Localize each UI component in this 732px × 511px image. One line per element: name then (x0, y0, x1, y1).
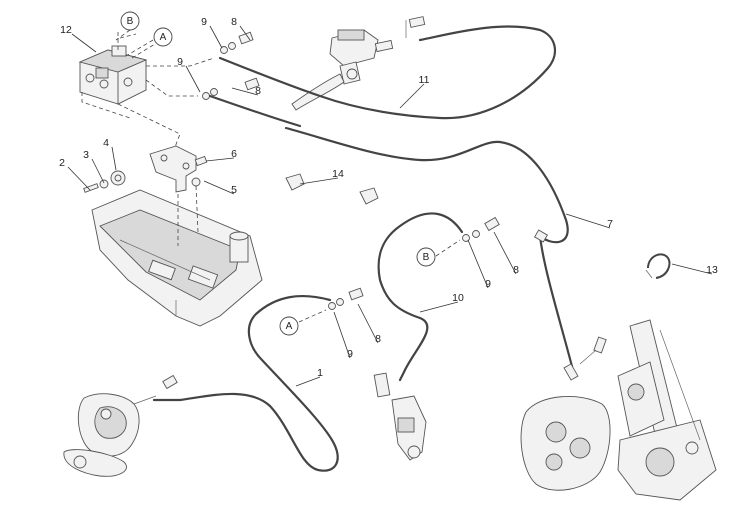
reference-bubble-rA2: A (279, 316, 299, 336)
brake-hose-11 (208, 25, 557, 128)
callout-leader-c5 (203, 180, 235, 195)
reference-letter-rA2: A (286, 321, 293, 332)
reference-bubble-rB2: B (416, 247, 436, 267)
callout-leader-c9a (209, 25, 223, 49)
callout-leader-c13 (671, 263, 713, 275)
callout-label-c11: 11 (419, 74, 430, 86)
abs-mounting-bracket (83, 145, 208, 193)
callout-label-c13: 13 (706, 264, 718, 276)
callout-label-c5: 5 (231, 184, 237, 196)
rear-brake-caliper (63, 393, 157, 477)
reference-letter-rB1: B (127, 16, 134, 27)
callout-label-c7: 7 (607, 218, 613, 230)
callout-leader-c4 (111, 146, 117, 171)
callout-layer: 12 9 8 9 8 11 4 3 2 6 5 14 7 9 8 10 13 9 8 1 (59, 16, 718, 387)
abs-modulator (78, 32, 156, 105)
callout-label-c6: 6 (231, 148, 237, 160)
electronics-tray (91, 185, 263, 327)
callout-leader-c7 (565, 213, 611, 229)
reference-letter-rA1: A (160, 32, 167, 43)
reference-bubble-rB1: B (120, 11, 140, 31)
callout-label-c8b: 8 (255, 85, 261, 97)
callout-label-c3: 3 (83, 149, 89, 161)
callout-leader-c12 (71, 33, 97, 53)
callout-label-c8d: 8 (375, 333, 381, 345)
hose-clip-14 (285, 173, 379, 205)
callout-label-c9d: 9 (347, 348, 353, 360)
brake-hose-7 (284, 126, 607, 381)
front-brake-caliper (520, 395, 611, 491)
callout-leader-c9c (467, 239, 489, 289)
callout-leader-c2 (67, 166, 91, 191)
reference-bubble-rA1: A (153, 27, 173, 47)
callout-leader-c6 (205, 157, 235, 162)
reference-bubbles: B A B A (120, 11, 436, 336)
callout-leader-c3 (91, 158, 105, 184)
callout-leader-c1 (295, 376, 321, 387)
callout-leader-c8a (239, 25, 251, 41)
callout-label-c4: 4 (103, 137, 109, 149)
callout-leader-c11 (399, 83, 425, 109)
callout-leader-c9d (333, 311, 351, 359)
callout-label-c8c: 8 (513, 264, 519, 276)
callout-label-c9c: 9 (485, 278, 491, 290)
callout-label-c14: 14 (332, 168, 344, 180)
brake-hose-1 (152, 287, 364, 472)
brake-hose-10 (377, 212, 500, 382)
banjo-bolt-upper (202, 31, 260, 100)
rear-master-cylinder (373, 372, 427, 461)
reference-letter-rB2: B (423, 252, 430, 263)
callout-label-c1: 1 (317, 367, 323, 379)
callout-label-c9b: 9 (177, 56, 183, 68)
callout-label-c12: 12 (60, 24, 72, 36)
callout-label-c10: 10 (452, 292, 464, 304)
reference-arrows (115, 29, 461, 323)
callout-label-c9a: 9 (201, 16, 207, 28)
front-master-cylinder (291, 16, 426, 111)
callout-label-c8a: 8 (231, 16, 237, 28)
callout-leader-c14 (299, 177, 339, 185)
callout-leader-c9b (185, 65, 201, 93)
hose-clamp-13 (645, 253, 671, 279)
callout-leader-c8d (357, 303, 379, 344)
front-fork-leg (617, 319, 717, 501)
callout-label-c2: 2 (59, 157, 65, 169)
callout-leader-c10 (419, 301, 459, 313)
callout-leader-c8b (231, 87, 259, 96)
callout-leader-c8c (493, 231, 517, 275)
